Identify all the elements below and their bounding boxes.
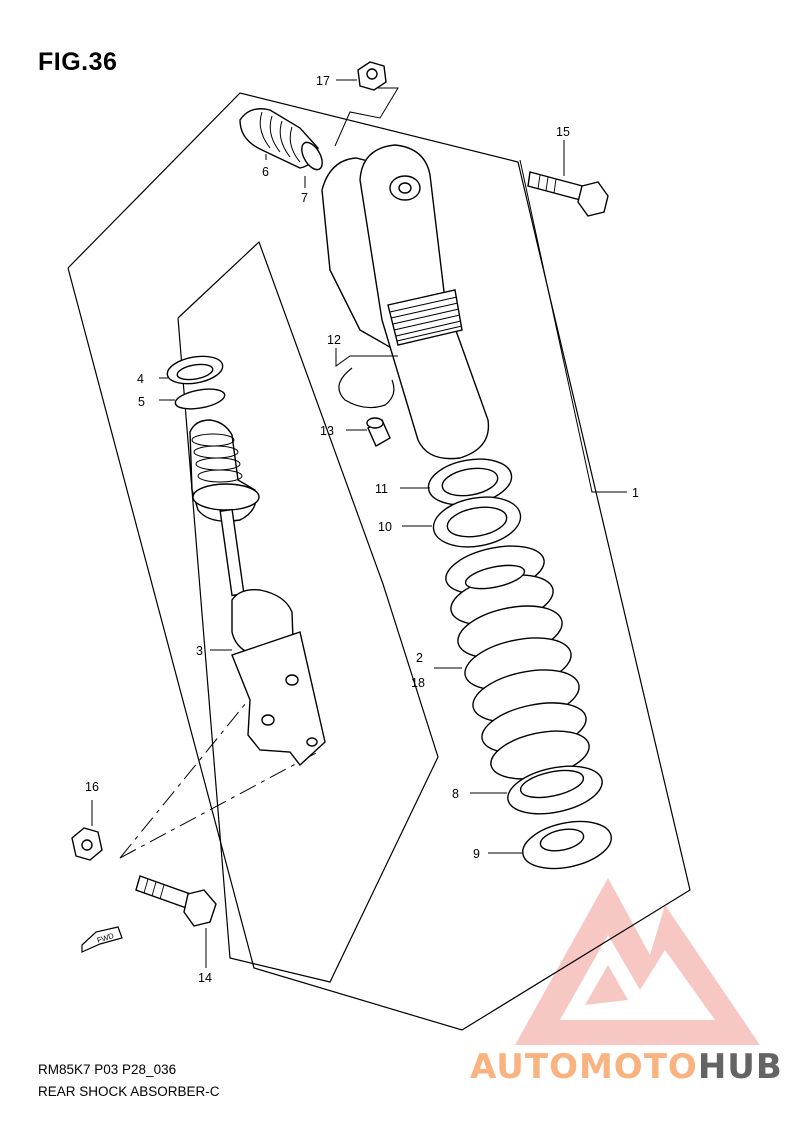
assembly-outline [67, 92, 691, 1031]
valve-cap-13 [366, 417, 391, 447]
callout-9: 9 [473, 847, 480, 861]
callout-5: 5 [138, 395, 145, 409]
ring-5 [174, 388, 226, 410]
callout-2: 2 [416, 651, 423, 665]
fwd-arrow: FWD [81, 926, 123, 953]
callout-6: 6 [262, 165, 269, 179]
bolt-15 [527, 171, 609, 217]
spring-seat-8 [507, 765, 603, 815]
watermark-part2: HUB [698, 1047, 783, 1087]
o-ring-7 [301, 141, 323, 171]
figure-code: RM85K7 P03 P28_036 [38, 1062, 177, 1077]
callout-18: 18 [411, 676, 425, 690]
ring-4-inner [176, 363, 214, 381]
callout-7: 7 [301, 191, 308, 205]
callout-1: 1 [632, 486, 639, 500]
leader-lines [91, 79, 627, 968]
watermark-text: AUTOMOTOHUB [470, 1047, 783, 1087]
adjuster-rings [427, 458, 522, 548]
svg-text:AUTOMOTOHUB: AUTOMOTOHUB [470, 1047, 783, 1087]
callout-4: 4 [137, 372, 144, 386]
spring [445, 545, 590, 780]
callout-16: 16 [85, 780, 99, 794]
reference-lines [119, 702, 317, 859]
bolt-14 [135, 875, 217, 927]
callout-8: 8 [452, 787, 459, 801]
subassembly-outline [177, 240, 439, 983]
callout-3: 3 [196, 644, 203, 658]
rod-assembly-3 [189, 419, 326, 767]
callout-labels: 17 15 6 7 12 4 5 13 11 1 10 2 3 18 16 8 … [85, 74, 639, 985]
callout-13: 13 [320, 424, 334, 438]
nut-17 [357, 61, 387, 91]
figure-title: FIG.36 [38, 48, 118, 76]
figure-name: REAR SHOCK ABSORBER-C [38, 1084, 220, 1099]
callout-12: 12 [327, 333, 341, 347]
nut-16 [71, 827, 103, 861]
callout-10: 10 [378, 520, 392, 534]
circlip-12 [338, 367, 395, 409]
callout-14: 14 [198, 971, 212, 985]
watermark-part1: AUTOMOTO [470, 1047, 698, 1087]
watermark-logo [515, 878, 760, 1045]
shock-body [321, 144, 490, 460]
callout-11: 11 [375, 482, 388, 496]
callout-15: 15 [556, 125, 570, 139]
stopper-9 [522, 820, 612, 870]
callout-17: 17 [316, 74, 330, 88]
